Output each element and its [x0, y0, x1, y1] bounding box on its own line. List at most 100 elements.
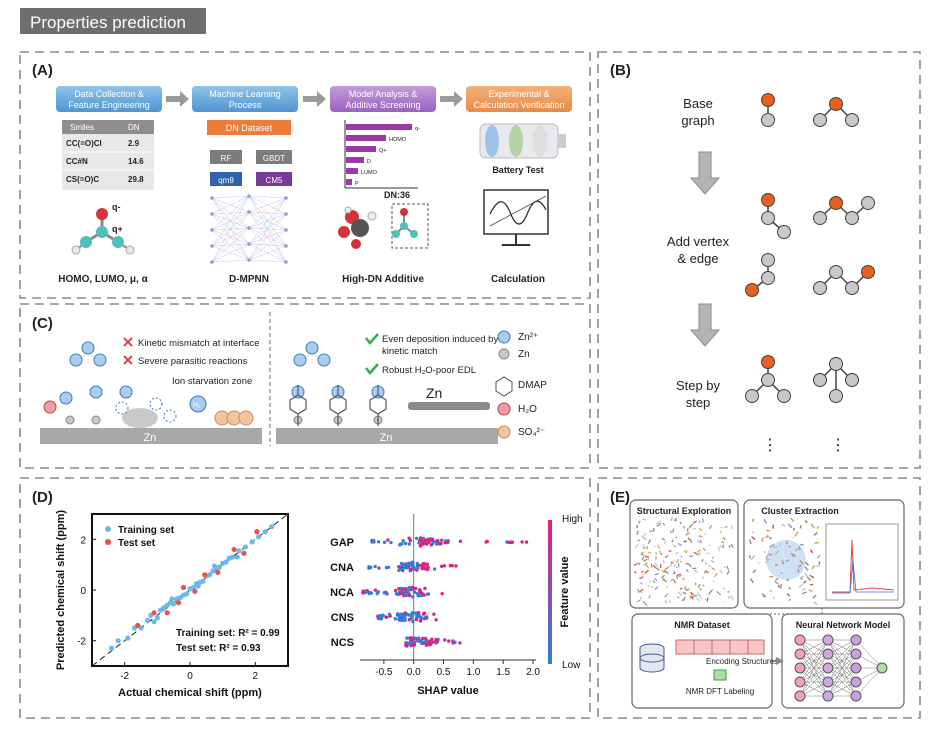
zn-ion: [119, 385, 133, 399]
parity-point: [144, 617, 151, 624]
y-tick-label: 0: [80, 586, 86, 597]
battery-test-label: Battery Test: [492, 165, 543, 175]
r2-test: Test set: R² = 0.93: [176, 643, 261, 654]
shap-point: [454, 564, 458, 568]
nmr-mini-spectrum: [825, 523, 899, 601]
colorbar-low: Low: [562, 660, 581, 671]
shap-point: [420, 636, 425, 641]
nn-node: [850, 662, 862, 674]
shap-point: [434, 641, 438, 645]
model-gbdt-label: GBDT: [263, 154, 285, 163]
panel-a-label: (A): [32, 62, 53, 79]
table-cell-smiles: CC#N: [66, 157, 88, 166]
graph-node: [777, 389, 791, 403]
green-checks: [365, 333, 379, 375]
shap-point: [423, 636, 428, 641]
screening-bar: [346, 124, 412, 130]
shap-point: [427, 639, 432, 643]
parity-point: [169, 596, 175, 602]
shap-point: [410, 585, 415, 590]
graph-node: [761, 253, 775, 267]
nn-node: [850, 690, 862, 702]
encoding-label: Encoding Structures: [706, 657, 778, 666]
shap-point: [415, 561, 419, 566]
shap-point: [407, 593, 412, 598]
screening-bar: [346, 135, 386, 141]
nn-node: [209, 227, 215, 233]
parity-point: [195, 583, 201, 589]
shap-point: [407, 641, 411, 646]
charge-q-minus: q-: [112, 202, 121, 212]
parity-point: [184, 591, 190, 597]
shap-point: [404, 592, 409, 597]
shap-tick-label: 1.5: [496, 667, 510, 678]
nn-node: [822, 676, 834, 688]
parity-point: [215, 569, 221, 575]
charge-q-plus: q+: [112, 224, 123, 234]
note-parasitic: Severe parasitic reactions: [138, 356, 248, 367]
zn-ion: [305, 341, 319, 355]
shap-point: [399, 613, 403, 618]
substrate-label-right: Zn: [380, 432, 393, 444]
parity-point: [223, 559, 229, 565]
shap-point: [361, 591, 365, 595]
shap-point: [422, 616, 427, 621]
shap-point: [401, 538, 405, 543]
shap-xlabel: SHAP value: [417, 685, 479, 697]
stage-label-1: Feature Engineering: [68, 100, 150, 110]
nn-node: [822, 634, 834, 646]
shap-point: [413, 567, 417, 571]
shap-point: [377, 566, 381, 570]
parity-point: [229, 554, 236, 560]
parity-point: [234, 554, 240, 560]
nn-node: [209, 195, 215, 201]
screening-bar-label: HOMO: [389, 137, 407, 143]
parity-point: [207, 572, 213, 578]
shap-point: [421, 536, 426, 541]
shap-point: [386, 538, 390, 542]
shap-point: [443, 638, 447, 642]
shap-point: [442, 564, 447, 568]
shap-point: [409, 638, 413, 642]
caption-high-dn: High-DN Additive: [342, 274, 424, 285]
shap-point: [438, 542, 442, 546]
shap-point: [423, 586, 427, 591]
screening-bar: [346, 179, 352, 185]
panel-b-label: (B): [610, 62, 631, 79]
stage-label-4: Calculation Verification: [473, 100, 564, 110]
shap-point: [432, 612, 436, 616]
shap-point: [364, 590, 368, 594]
shap-point: [426, 537, 430, 542]
note-even-deposition: Even deposition induced by: [382, 334, 498, 345]
model-gbdt-box: [256, 150, 292, 164]
nn-node: [822, 648, 834, 660]
parity-xlabel: Actual chemical shift (ppm): [118, 687, 262, 699]
note-kinetic-mismatch: Kinetic mismatch at interface: [138, 338, 259, 349]
stage-label-1: Data Collection &: [74, 89, 144, 99]
parity-point: [211, 563, 218, 569]
shap-point: [386, 565, 391, 569]
graph-node: [761, 271, 775, 285]
caption-descriptors: HOMO, LUMO, μ, α: [58, 274, 148, 285]
table-header-dn: DN: [128, 123, 140, 132]
panel-c-frame: [19, 303, 591, 469]
shap-point: [388, 614, 392, 618]
nn-node: [283, 243, 289, 249]
shap-point: [420, 641, 424, 646]
zn-atom: [65, 415, 75, 425]
shap-point: [398, 592, 402, 596]
graph-node: [861, 196, 875, 210]
graph-node: [829, 97, 843, 111]
legend-label: Zn: [518, 349, 530, 360]
y-tick-label: 2: [80, 535, 86, 546]
shap-point: [407, 585, 412, 590]
shap-point: [409, 567, 413, 572]
shap-feature-label: CNA: [330, 562, 354, 574]
parity-ylabel: Predicted chemical shift (ppm): [55, 510, 67, 670]
shap-point: [432, 567, 437, 571]
shap-feature-label: NCA: [330, 587, 354, 599]
shap-feature-label: NCS: [331, 637, 354, 649]
dn-dataset-label: DN Dataset: [226, 123, 273, 133]
